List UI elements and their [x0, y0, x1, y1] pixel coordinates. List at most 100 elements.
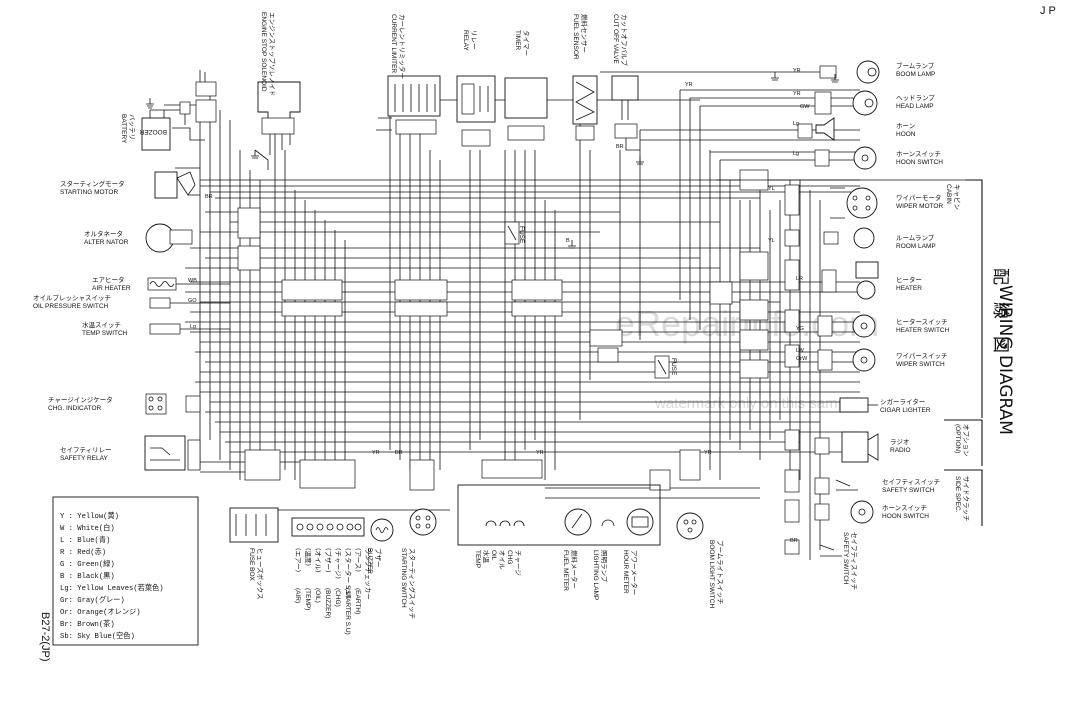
lamp-checker-item-en: (TEMP) [304, 588, 311, 610]
wire-tag: YL [768, 186, 775, 192]
wire-tag: BR [395, 450, 403, 456]
wire-tag: GW [800, 104, 810, 110]
legend-item: Or: Orange(オレンジ) [60, 608, 141, 617]
legend-item: Sb: Sky Blue(空色) [60, 631, 135, 641]
wire-tag: B [566, 238, 570, 244]
lighting-lamp-label-jp: 照明ランプ [600, 550, 608, 583]
alternator-label-en: ALTER NATOR [84, 239, 129, 246]
lamp-checker-item: (ブザー) [324, 548, 333, 573]
safety-relay-label-en: SAFETY RELAY [60, 455, 108, 462]
harness-connectors [237, 169, 800, 555]
battery-label-jp: バッテリ [128, 114, 136, 140]
wire-tag: BR [205, 194, 213, 200]
lamp-checker-item: (オイル) [314, 548, 322, 573]
fuse-label: FUSE [518, 226, 525, 244]
temp-switch-label-en: TEMP SWITCH [82, 330, 128, 337]
model-code: B27-2(JP) [39, 612, 51, 662]
radio-label-en: RADIO [890, 447, 911, 454]
room-lamp: ルームランプ ROOM LAMP [823, 227, 936, 250]
wiper-motor: ワイパーモータ WIPER MOTOR [830, 187, 943, 219]
oil-pressure-switch-label-jp: オイルプレッシャスイッチ [33, 294, 111, 302]
wire-tag: YR [536, 450, 544, 456]
legend-item: B : Black(黒) [60, 572, 115, 581]
current-limiter-label-en: CURRENT LIMITER [390, 14, 397, 73]
cut-off-valve-label-en: CUT OFF VALVE [612, 14, 619, 65]
horn-switch-label-jp: ホーンスイッチ [896, 150, 941, 158]
room-lamp-label-jp: ルームランプ [896, 234, 935, 242]
engine-stop-solenoid-label-en: ENGINE STOP SOLENOID [260, 12, 267, 92]
lamp-checker-item-en: (CHG) [334, 588, 341, 607]
engine-stop-solenoid: エンジンストップソレノイド ENGINE STOP SOLENOID [254, 12, 301, 170]
horn-switch-top: ホーンスイッチ HOON SWITCH [814, 146, 943, 170]
hour-meter-label-en: HOUR METER [622, 550, 629, 594]
side-spec-label-jp: サイドクラッチ [962, 476, 970, 522]
wire-tag: OrW [796, 356, 808, 362]
wiper-switch: ワイパースイッチ WIPER SWITCH [817, 348, 948, 372]
air-heater-label-jp: エアヒータ [92, 275, 125, 284]
lamp-checker-item-en: (EARTH) [354, 588, 361, 614]
diagram-title-jp: 配 線 図 [990, 268, 1010, 353]
temp-lamp-label-jp: 水温 [482, 550, 491, 564]
option-label-jp: オプション [962, 424, 970, 457]
fuel-sensor: 燃料センサー FUEL SENSOR [572, 14, 598, 141]
charge-indicator-label-en: CHG. INDICATOR [48, 405, 102, 412]
starting-switch-label-en: STARTING SWITCH [400, 548, 407, 608]
oil-lamp-label-en: OIL [490, 550, 497, 561]
hour-meter-label-jp: アワーメーター [630, 550, 639, 595]
cigar-lighter-label-en: CIGAR LIGHTER [880, 407, 931, 414]
wire-tag: YR [793, 91, 801, 97]
horn-switch-label-en: HOON SWITCH [882, 513, 929, 520]
starting-switch-label-jp: スターティングスイッチ [408, 548, 417, 619]
svg-text:BOOZER: BOOZER [139, 128, 167, 135]
option-label-en: (OPTION) [954, 424, 961, 453]
chg-lamp-label-en: CHG [506, 550, 513, 564]
safety-switch-label-en: SAFETY SWITCH [882, 487, 935, 494]
oil-pressure-switch: オイルプレッシャスイッチ OIL PRESSURE SWITCH [33, 294, 230, 310]
watermark-sub: watermark only on this sample [654, 395, 858, 412]
wire-tag: Lg [793, 121, 799, 127]
cigar-lighter-label-jp: シガーライター [880, 397, 925, 406]
boom-light-switch-label-en: BOOM LIGHT SWITCH [708, 540, 715, 608]
lamp-checker-item: (アース) [354, 548, 362, 572]
wire-tag: LW [796, 348, 805, 354]
legend-item: W : White(白) [60, 523, 115, 533]
radio: ラジオ RADIO [814, 431, 911, 463]
timer-label-jp: タイマー [522, 30, 531, 56]
wire-tags: YR YR GW Lg Lg YL YL LR YG LW OrW WB GO … [188, 68, 810, 544]
battery-label-en: BATTERY [120, 114, 127, 144]
cabin-label-jp: キャビン [953, 184, 962, 210]
battery: BOOZER バッテリ BATTERY [120, 70, 217, 151]
wire-tag: YR [704, 450, 712, 456]
air-heater: エアヒータ AIR HEATER [92, 275, 230, 292]
safety-switch-bottom-label-jp: セイフティスイッチ [850, 532, 858, 590]
fuel-sensor-label-en: FUEL SENSOR [572, 14, 579, 60]
wire-tag: BR [616, 144, 624, 150]
charge-indicator-label-jp: チャージインジケータ [48, 395, 113, 404]
head-lamp-label-jp: ヘッドランプ [896, 94, 935, 102]
heater-label-en: HEATER [896, 285, 922, 292]
fuel-meter-label-en: FUEL METER [562, 550, 569, 591]
wire-tag: YR [372, 450, 380, 456]
safety-relay: セイフティリレー SAFETY RELAY [60, 435, 201, 471]
legend-item: G : Green(緑) [60, 559, 115, 569]
safety-switch-label-jp: セイフティスイッチ [882, 478, 940, 486]
side-spec-label-en: SIDE SPEC. [954, 476, 961, 513]
horn-switch-bottom: ホーンスイッチ HOON SWITCH [814, 500, 929, 524]
radio-label-jp: ラジオ [890, 438, 909, 446]
legend-item: R : Red(赤) [60, 548, 106, 557]
legend-item: Lg: Yellow Leaves(若葉色) [60, 583, 164, 593]
starting-motor-label-en: STARTING MOTOR [60, 189, 118, 196]
alternator: オルタネータ ALTER NATOR [84, 223, 193, 253]
fuse-middle: FUSE [654, 355, 677, 379]
wire-tag: Lg [793, 151, 799, 157]
lighting-lamp-label-en: LIGHTING LAMP [592, 550, 599, 600]
engine-stop-solenoid-label-jp: エンジンストップソレノイド [268, 12, 276, 96]
corner-code: J P [1040, 5, 1056, 17]
fuse-top: FUSE [504, 221, 525, 245]
wiper-switch-label-en: WIPER SWITCH [896, 361, 945, 368]
buzzer: ブザー BUZZER [366, 518, 394, 574]
cigar-lighter: シガーライター CIGAR LIGHTER [839, 397, 931, 414]
wiper-motor-label-jp: ワイパーモータ [896, 193, 941, 202]
heater-switch-label-en: HEATER SWITCH [896, 327, 950, 334]
